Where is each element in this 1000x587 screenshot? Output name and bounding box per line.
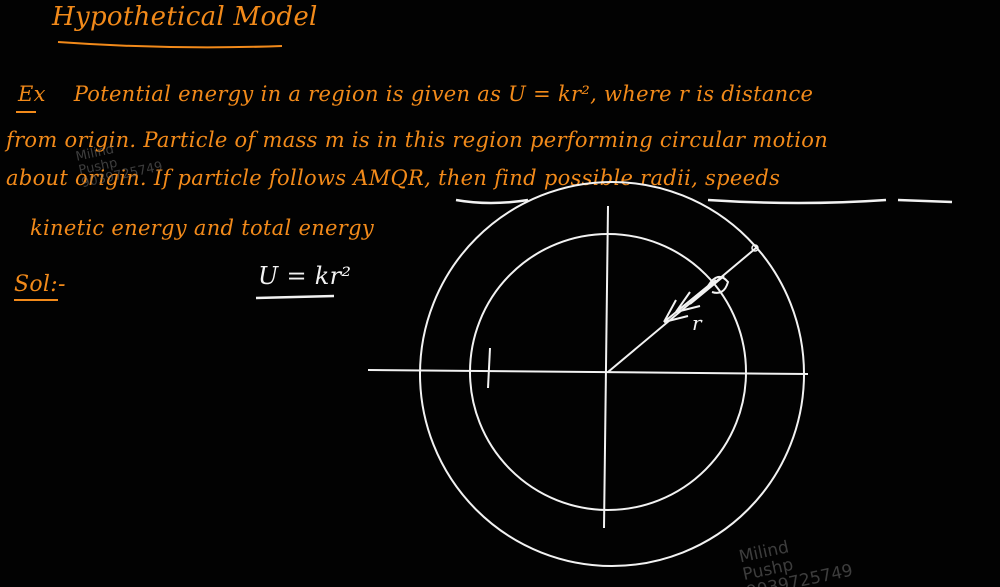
solution-label: Sol:-	[14, 272, 66, 297]
formula-potential: U = kr²	[258, 262, 352, 290]
question-line-1: Ex Potential energy in a region is given…	[18, 82, 813, 106]
speeds-underline	[897, 198, 953, 204]
question-text-1: Potential energy in a region is given as…	[73, 82, 814, 106]
radius-label: r	[692, 311, 703, 335]
x-axis	[367, 369, 809, 375]
note-title: Hypothetical Model	[52, 2, 318, 32]
title-underline	[57, 41, 283, 49]
formula-underline	[255, 294, 335, 300]
arrow-head-3	[689, 275, 725, 305]
question-line-4: kinetic energy and total energy	[30, 216, 375, 240]
radii-underline	[707, 198, 887, 205]
y-axis	[603, 205, 609, 529]
question-line-2: from origin. Particle of mass m is in th…	[6, 128, 829, 152]
radius-endpoint	[751, 244, 759, 252]
question-label: Ex	[18, 82, 46, 106]
amqr-underline	[455, 198, 529, 205]
tangent-scribble	[707, 275, 730, 294]
arrow-head-2	[675, 279, 717, 313]
tick-mark	[487, 347, 491, 389]
